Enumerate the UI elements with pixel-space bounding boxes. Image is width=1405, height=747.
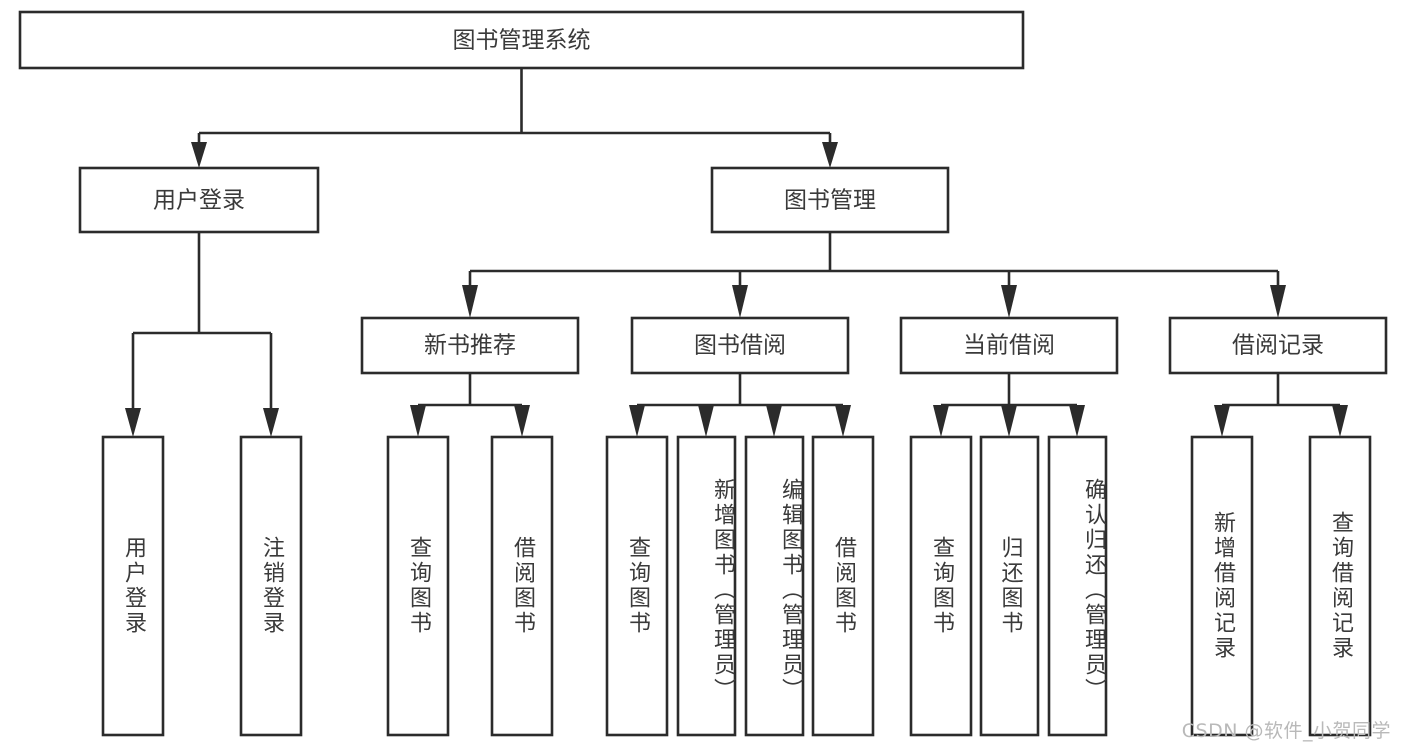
leaf-box-12[interactable] [1190, 435, 1254, 737]
leaf-box-2[interactable] [239, 435, 303, 737]
arrow-head-l3-3 [1001, 285, 1017, 318]
leaf-box-9[interactable] [909, 435, 973, 737]
node-level2-user-login-label: 用户登录 [153, 188, 245, 214]
node-level2-book-manage-box[interactable] [710, 166, 950, 234]
node-level3-current-borrow-box[interactable] [899, 316, 1119, 375]
arrow-head-leaf-10 [1001, 405, 1017, 437]
connector-group-current-to-leaves [933, 373, 1085, 437]
arrow-head-leaf-5 [629, 405, 645, 437]
arrow-head-leaf-6 [698, 405, 714, 437]
node-level3-current-borrow-label: 当前借阅 [963, 333, 1055, 359]
leaf-box-13[interactable] [1308, 435, 1372, 737]
node-root[interactable]: 图书管理系统 [18, 10, 1025, 70]
connector-group-root-to-level2 [191, 68, 838, 168]
node-level3-borrow-records[interactable]: 借阅记录 [1168, 316, 1388, 375]
arrow-head-user-login [191, 142, 207, 168]
csdn-watermark: CSDN @软件_小贺同学 [1181, 720, 1391, 742]
leaf-box-1[interactable] [101, 435, 165, 737]
leaf-box-8[interactable] [811, 435, 875, 737]
node-level3-current-borrow[interactable]: 当前借阅 [899, 316, 1119, 375]
arrow-head-leaf-8 [835, 405, 851, 437]
node-level3-borrow-records-box[interactable] [1168, 316, 1388, 375]
arrow-head-leaf-7 [766, 405, 782, 437]
connector-group-bookmanage-to-level3 [462, 232, 1286, 318]
arrow-head-leaf-3 [410, 405, 426, 437]
node-level2-user-login-box[interactable] [78, 166, 320, 234]
arrow-head-l3-4 [1270, 285, 1286, 318]
arrow-head-l3-2 [732, 285, 748, 318]
node-level3-new-book-recommend-box[interactable] [360, 316, 580, 375]
leaf-box-5[interactable] [605, 435, 669, 737]
connector-group-newbook-to-leaves [410, 373, 530, 437]
leaf-box-10[interactable] [979, 435, 1040, 737]
arrow-head-leaf-4 [514, 405, 530, 437]
leaf-box-6[interactable] [676, 435, 737, 737]
node-level2-book-manage[interactable]: 图书管理 [710, 166, 950, 234]
node-level2-user-login[interactable]: 用户登录 [78, 166, 320, 234]
node-level2-book-manage-label: 图书管理 [784, 188, 876, 214]
node-level3-new-book-recommend[interactable]: 新书推荐 [360, 316, 580, 375]
connector-group-userlogin-to-leaves [125, 232, 279, 437]
node-root-box[interactable] [18, 10, 1025, 70]
arrow-head-leaf-11 [1069, 405, 1085, 437]
arrow-head-l3-1 [462, 285, 478, 318]
node-level3-book-borrow-box[interactable] [630, 316, 850, 375]
node-level3-book-borrow-label: 图书借阅 [694, 333, 786, 359]
leaf-box-11[interactable] [1047, 435, 1108, 737]
connector-group-borrow-to-leaves [629, 373, 851, 437]
node-level3-book-borrow[interactable]: 图书借阅 [630, 316, 850, 375]
node-root-label: 图书管理系统 [453, 28, 591, 54]
arrow-head-leaf-13 [1332, 405, 1348, 437]
node-level3-new-book-recommend-label: 新书推荐 [424, 333, 516, 359]
leaf-boxes [101, 435, 1372, 737]
arrow-head-leaf-1 [125, 408, 141, 437]
arrow-head-leaf-9 [933, 405, 949, 437]
node-level3-borrow-records-label: 借阅记录 [1232, 333, 1324, 359]
leaf-box-4[interactable] [490, 435, 554, 737]
arrow-head-leaf-12 [1214, 405, 1230, 437]
leaf-box-3[interactable] [386, 435, 450, 737]
connector-group-records-to-leaves [1214, 373, 1348, 437]
arrow-head-book-manage [822, 142, 838, 168]
leaf-box-7[interactable] [744, 435, 805, 737]
arrow-head-leaf-2 [263, 408, 279, 437]
